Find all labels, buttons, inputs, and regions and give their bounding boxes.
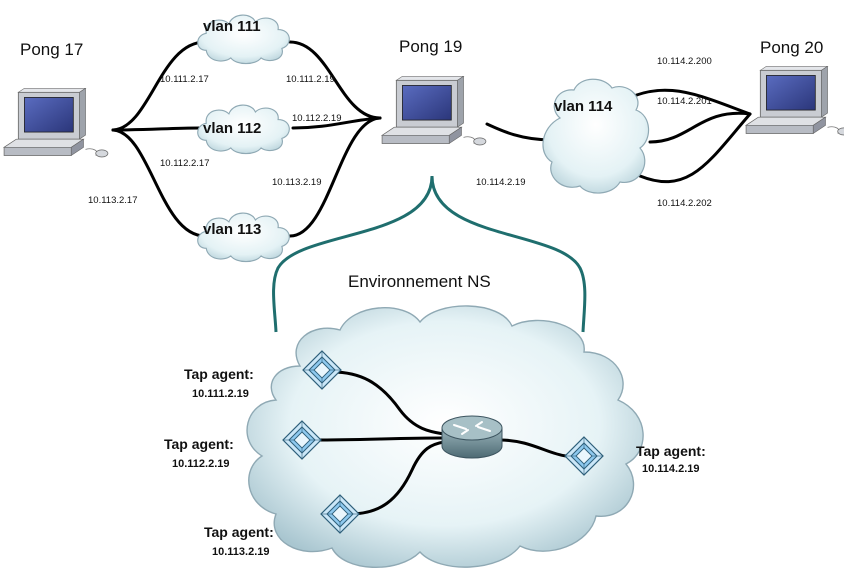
computer-icon-pong20 bbox=[745, 66, 844, 136]
tap-agent-title: Tap agent: bbox=[184, 366, 254, 382]
computer-icon-pong17 bbox=[3, 88, 109, 158]
ns-links bbox=[312, 370, 568, 516]
cloud-icon-vlan114 bbox=[542, 78, 650, 194]
ip-label: 10.113.2.17 bbox=[88, 195, 137, 206]
ip-label: 10.111.2.19 bbox=[286, 74, 335, 85]
host-label-pong20: Pong 20 bbox=[760, 38, 823, 57]
tap-agent-ip: 10.113.2.19 bbox=[212, 546, 270, 558]
ip-label: 10.114.2.19 bbox=[476, 177, 525, 188]
tap-agent-title: Tap agent: bbox=[204, 524, 274, 540]
vlan-label-112: vlan 112 bbox=[203, 120, 261, 137]
tap-agent-ip: 10.114.2.19 bbox=[642, 463, 700, 475]
vlan-links bbox=[111, 40, 752, 238]
tap-agent-ip: 10.112.2.19 bbox=[172, 458, 230, 470]
host-label-pong19: Pong 19 bbox=[399, 37, 462, 56]
ip-label: 10.114.2.201 bbox=[657, 96, 712, 107]
vlan-label-114: vlan 114 bbox=[554, 98, 613, 115]
ip-label: 10.114.2.200 bbox=[657, 56, 712, 67]
environment-brace bbox=[272, 175, 587, 333]
ip-label: 10.112.2.17 bbox=[160, 158, 209, 169]
vlan-label-111: vlan 111 bbox=[203, 18, 261, 35]
environment-label: Environnement NS bbox=[348, 272, 491, 291]
ip-label: 10.111.2.17 bbox=[160, 74, 209, 85]
vlan-label-113: vlan 113 bbox=[203, 221, 261, 238]
router-icon bbox=[441, 415, 503, 459]
tap-agent-title: Tap agent: bbox=[636, 443, 706, 459]
ip-label: 10.114.2.202 bbox=[657, 198, 712, 209]
host-label-pong17: Pong 17 bbox=[20, 40, 83, 59]
tap-agent-ip: 10.111.2.19 bbox=[192, 388, 249, 400]
tap-agent-title: Tap agent: bbox=[164, 436, 234, 452]
ip-label: 10.112.2.19 bbox=[292, 113, 341, 124]
computer-icon-pong19 bbox=[381, 76, 487, 146]
ip-label: 10.113.2.19 bbox=[272, 177, 321, 188]
